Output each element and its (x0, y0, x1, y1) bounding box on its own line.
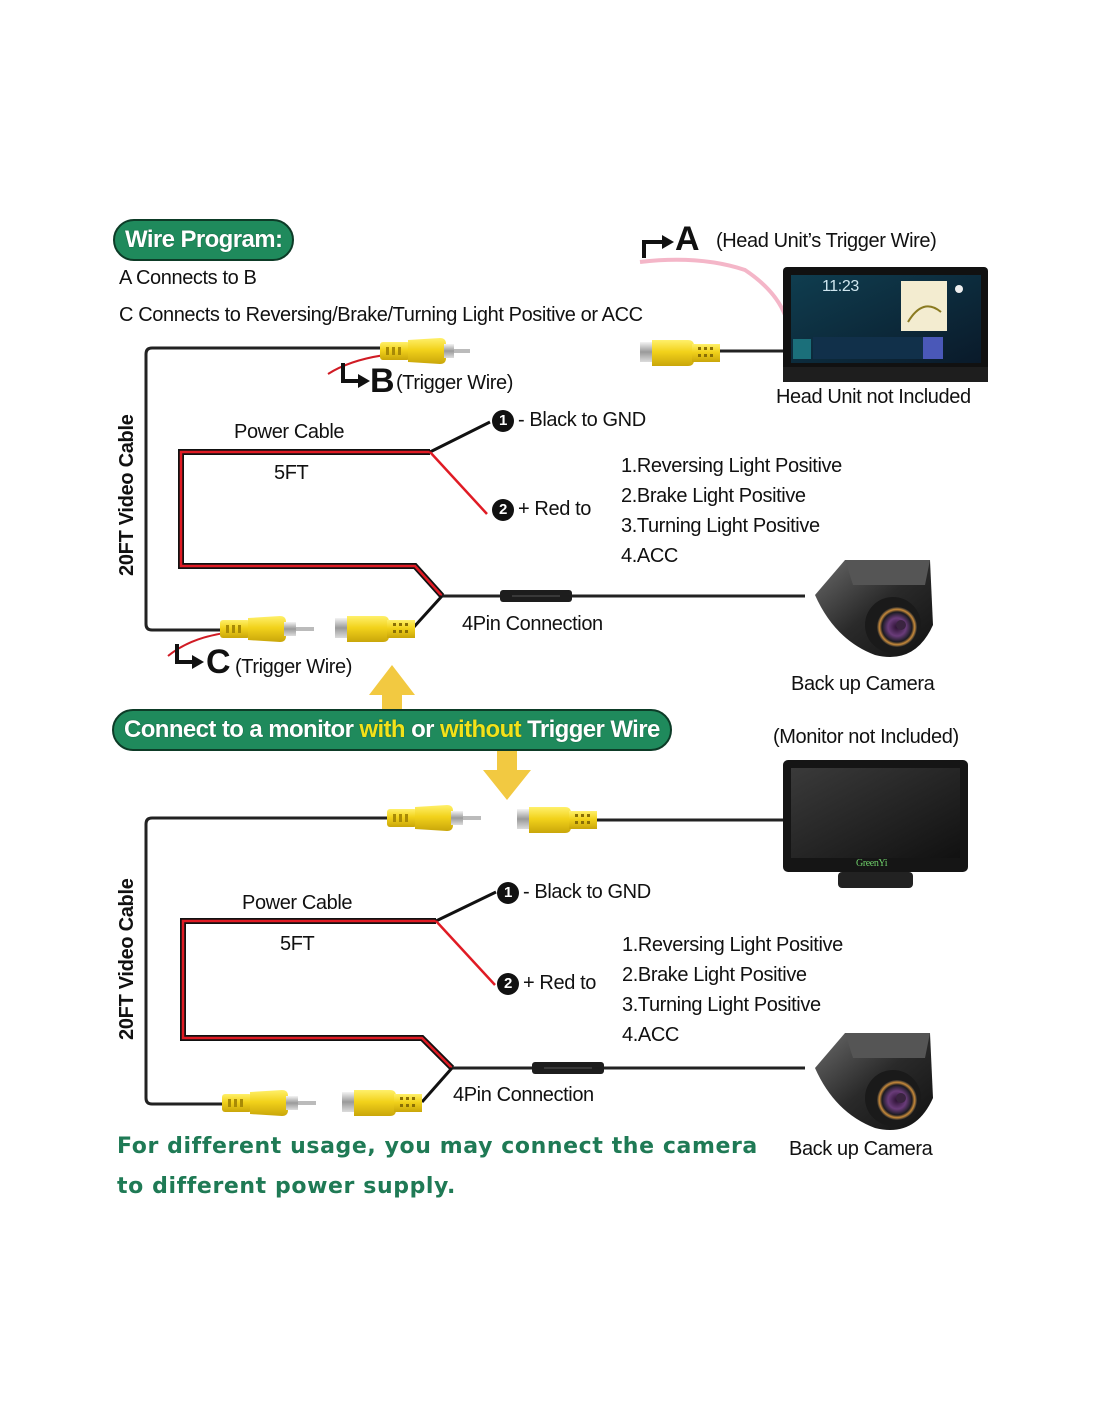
banner-prefix: Connect to a monitor (124, 716, 360, 743)
arrow-up (369, 665, 415, 745)
black-gnd-text: - Black to GND (523, 881, 651, 903)
monitor-trigger-banner: Connect to a monitor with or without Tri… (112, 709, 672, 751)
number-1-icon: 1 (492, 409, 514, 432)
rca-female-power-2 (342, 1090, 422, 1116)
c-arrow-head (192, 655, 204, 669)
head-unit-caption: Head Unit not Included (776, 386, 971, 408)
banner-without: without (439, 716, 522, 743)
option-reversing: 1.Reversing Light Positive (621, 455, 842, 477)
rca-male-top-2 (387, 805, 481, 831)
red-positive-text: + Red to (518, 498, 591, 520)
video-cable-label-2: 20FT Video Cable (116, 878, 138, 1040)
red-options-list-1: 1.Reversing Light Positive 2.Brake Light… (621, 451, 842, 571)
monitor-brand: GreenYi (856, 858, 888, 869)
black-gnd-label-1: 1- Black to GND (492, 409, 646, 432)
rule-c-connects: C Connects to Reversing/Brake/Turning Li… (119, 304, 643, 326)
label-c-trigger: (Trigger Wire) (235, 656, 352, 678)
trigger-wire-a (639, 257, 787, 316)
b-arrow-icon (341, 363, 360, 383)
rule-a-to-b: A Connects to B (119, 267, 257, 289)
four-pin-label-1: 4Pin Connection (462, 613, 603, 635)
rca-male-b (380, 338, 470, 364)
red-positive-label-1: 2+ Red to (492, 498, 591, 521)
rca-female-head-unit (640, 340, 720, 366)
label-c-letter: C (206, 643, 231, 681)
trigger-wire-b (327, 354, 386, 375)
option-turning: 3.Turning Light Positive (621, 515, 820, 537)
wire-program-badge: Wire Program: (113, 219, 295, 261)
arrow-down (483, 745, 531, 800)
label-b-trigger: (Trigger Wire) (396, 372, 513, 394)
black-gnd-wire (429, 420, 491, 454)
c-arrow-icon (175, 644, 194, 664)
video-cable-label-1: 20FT Video Cable (116, 414, 138, 576)
option-brake: 2.Brake Light Positive (621, 485, 806, 507)
four-pin-label-2: 4Pin Connection (453, 1084, 594, 1106)
monitor-not-included: (Monitor not Included) (773, 726, 959, 748)
black-gnd-text: - Black to GND (518, 409, 646, 431)
option-acc: 4.ACC (622, 1024, 679, 1046)
option-acc: 4.ACC (621, 545, 678, 567)
rca-male-c (220, 616, 314, 642)
label-a-letter: A (675, 220, 700, 258)
black-gnd-label-2: 1- Black to GND (497, 881, 651, 904)
option-brake: 2.Brake Light Positive (622, 964, 807, 986)
power-cable-label-2: Power Cable (242, 892, 353, 914)
red-positive-label-2: 2+ Red to (497, 972, 596, 995)
power-cable-label-1: Power Cable (234, 421, 345, 443)
head-unit-clock: 11:23 (822, 278, 859, 295)
number-2-icon: 2 (497, 972, 519, 995)
red-options-list-2: 1.Reversing Light Positive 2.Brake Light… (622, 930, 843, 1050)
section-1-wiring (144, 257, 988, 657)
option-reversing: 1.Reversing Light Positive (622, 934, 843, 956)
section-2-wiring (144, 760, 968, 1130)
camera-caption-1: Back up Camera (791, 673, 935, 695)
footer-note-line2: to different power supply. (117, 1174, 456, 1199)
label-b-letter: B (370, 362, 395, 400)
power-length-label-2: 5FT (280, 933, 315, 955)
a-arrow-icon (642, 240, 664, 258)
label-a-desc: (Head Unit’s Trigger Wire) (716, 230, 937, 252)
power-cable (178, 449, 445, 599)
banner-with: with (359, 716, 405, 743)
option-turning: 3.Turning Light Positive (622, 994, 821, 1016)
red-positive-wire-2 (435, 920, 496, 986)
camera-caption-2: Back up Camera (789, 1138, 933, 1160)
backup-camera-2 (815, 1033, 933, 1130)
banner-suffix: Trigger Wire (521, 716, 660, 743)
black-gnd-wire-2 (435, 890, 497, 923)
wire-program-label: Wire Program: (125, 226, 283, 253)
a-arrow-head (662, 235, 674, 249)
number-1-icon: 1 (497, 881, 519, 904)
power-length-label-1: 5FT (274, 462, 309, 484)
rca-female-power (335, 616, 415, 642)
power-cable-2 (180, 918, 455, 1071)
monitor-device (783, 760, 968, 888)
footer-note-line1: For different usage, you may connect the… (117, 1134, 758, 1159)
rca-male-bottom-2 (222, 1090, 316, 1116)
red-positive-wire (429, 451, 488, 515)
red-positive-text: + Red to (523, 972, 596, 994)
rca-female-monitor (517, 807, 597, 833)
number-2-icon: 2 (492, 498, 514, 521)
trigger-wire-c (167, 632, 226, 657)
head-unit-device (783, 267, 988, 382)
video-cable-20ft-2 (144, 816, 390, 1106)
video-cable-20ft (144, 346, 385, 632)
backup-camera-1 (815, 560, 933, 657)
banner-middle: or (405, 716, 440, 743)
b-arrow-head (358, 374, 370, 388)
